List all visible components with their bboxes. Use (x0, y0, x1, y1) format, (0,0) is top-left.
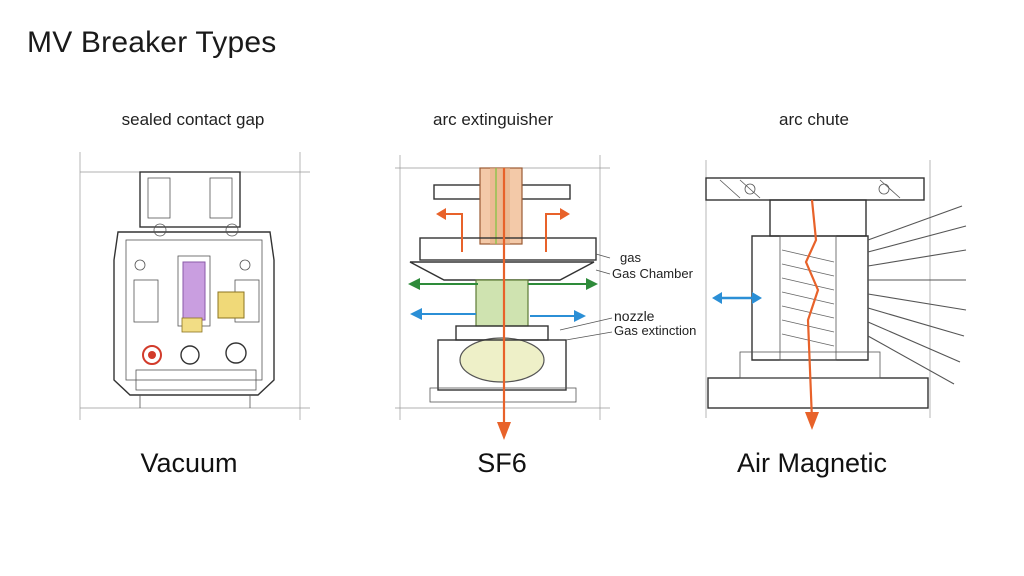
sf6-annotation-gas-chamber: Gas Chamber (612, 266, 693, 281)
air-magnetic-caption: arc chute (779, 110, 849, 129)
air-magnetic-label: Air Magnetic (736, 448, 888, 478)
vacuum-breaker-sketch (79, 152, 310, 420)
vacuum-label: Vacuum (140, 448, 238, 478)
sf6-breaker-sketch (395, 155, 613, 440)
sf6-label: SF6 (477, 448, 527, 478)
air-magnetic-breaker-sketch (705, 160, 967, 430)
vacuum-caption: sealed contact gap (121, 110, 265, 129)
sf6-annotation-nozzle: nozzle (614, 308, 655, 324)
page-title: MV Breaker Types (27, 26, 277, 59)
sf6-annotation-gas-extinction: Gas extinction (614, 323, 697, 338)
sf6-caption: arc extinguisher (432, 110, 553, 129)
sf6-annotation-gas: gas (620, 250, 641, 265)
